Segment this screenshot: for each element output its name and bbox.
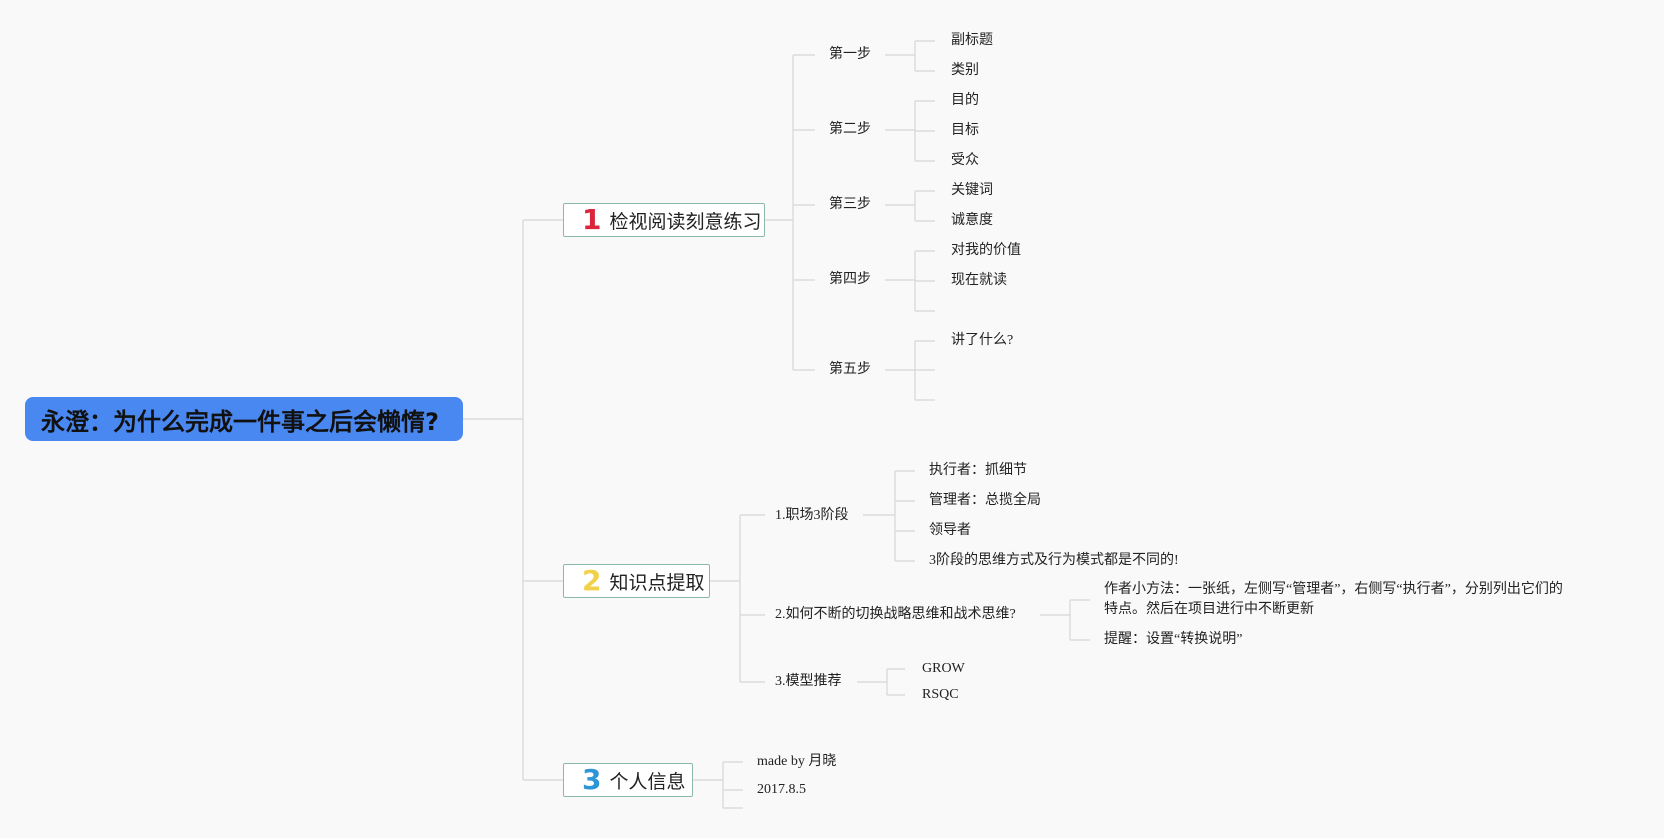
step-1-node[interactable]: 第一步 <box>829 47 871 62</box>
step-2-item[interactable]: 目标 <box>951 123 979 138</box>
switch-thinking-node[interactable]: 2.如何不断的切换战略思维和战术思维? <box>775 607 1016 622</box>
step-2-node[interactable]: 第二步 <box>829 122 871 137</box>
career-stage-item[interactable]: 管理者：总揽全局 <box>929 493 1041 508</box>
branch-3-topic[interactable]: 3 个人信息 <box>563 763 693 797</box>
step-4-item[interactable]: 现在就读 <box>951 273 1007 288</box>
step-3-node[interactable]: 第三步 <box>829 197 871 212</box>
step-5-node[interactable]: 第五步 <box>829 362 871 377</box>
root-topic-label: 永澄：为什么完成一件事之后会懒惰? <box>41 407 439 436</box>
number-3-marker: 3 <box>582 763 602 796</box>
branch-1-topic[interactable]: 1 检视阅读刻意练习 <box>563 203 765 237</box>
author-item[interactable]: made by 月晓 <box>757 754 837 769</box>
step-1-item[interactable]: 类别 <box>951 63 979 78</box>
step-2-item[interactable]: 受众 <box>951 153 979 168</box>
step-4-node[interactable]: 第四步 <box>829 272 871 287</box>
step-3-item[interactable]: 诚意度 <box>951 213 993 228</box>
step-2-item[interactable]: 目的 <box>951 93 979 108</box>
root-topic[interactable]: 永澄：为什么完成一件事之后会懒惰? <box>25 397 463 441</box>
switch-thinking-reminder[interactable]: 提醒：设置“转换说明” <box>1104 632 1243 647</box>
model-item[interactable]: RSQC <box>922 687 959 702</box>
career-stage-item[interactable]: 执行者：抓细节 <box>929 463 1027 478</box>
model-item[interactable]: GROW <box>922 661 965 676</box>
career-stage-item[interactable]: 3阶段的思维方式及行为模式都是不同的! <box>929 553 1179 568</box>
career-stages-node[interactable]: 1.职场3阶段 <box>775 508 849 523</box>
date-item[interactable]: 2017.8.5 <box>757 782 806 797</box>
branch-3-label: 个人信息 <box>609 770 686 793</box>
model-recommend-node[interactable]: 3.模型推荐 <box>775 674 842 689</box>
step-5-item[interactable]: 讲了什么? <box>951 333 1014 348</box>
switch-thinking-method[interactable]: 作者小方法：一张纸，左侧写“管理者”，右侧写“执行者”，分别列出它们的特点。然后… <box>1104 582 1563 617</box>
career-stage-item[interactable]: 领导者 <box>929 523 971 538</box>
step-1-item[interactable]: 副标题 <box>951 33 993 48</box>
branch-2-label: 知识点提取 <box>609 571 705 594</box>
step-3-item[interactable]: 关键词 <box>951 183 993 198</box>
branch-2-topic[interactable]: 2 知识点提取 <box>563 564 710 598</box>
branch-1-label: 检视阅读刻意练习 <box>609 210 762 233</box>
number-1-marker: 1 <box>582 203 602 236</box>
number-2-marker: 2 <box>582 564 602 597</box>
step-4-item[interactable]: 对我的价值 <box>951 243 1021 258</box>
